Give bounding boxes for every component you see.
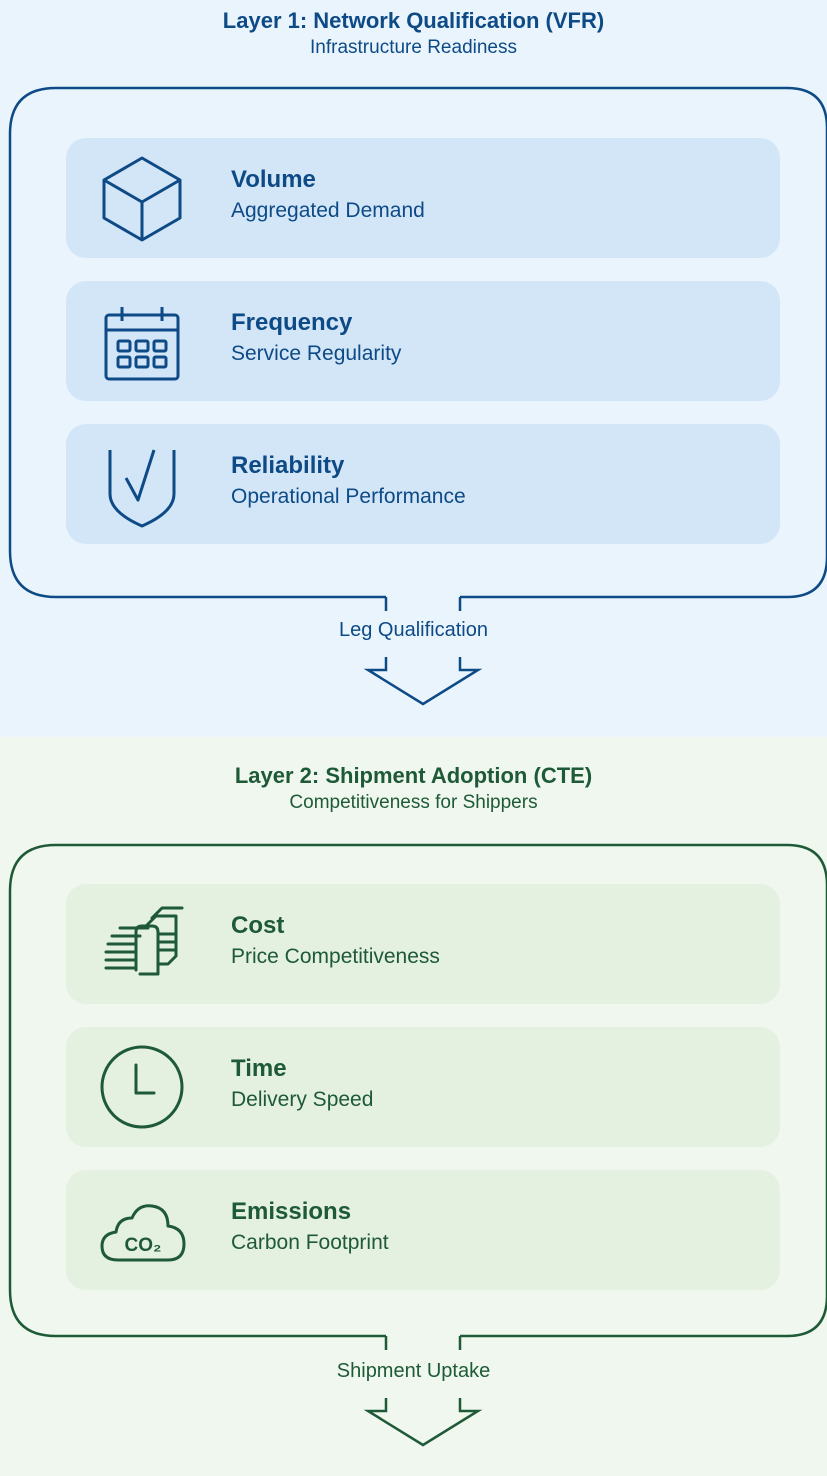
money-stack-icon — [104, 906, 184, 976]
card-cost-description: Price Competitiveness — [231, 945, 440, 968]
card-frequency-description: Service Regularity — [231, 342, 402, 365]
card-cost-title: Cost — [231, 912, 285, 939]
card-cost: Cost Price Competitiveness — [66, 884, 780, 1004]
layer-1-title: Layer 1: Network Qualification (VFR) — [222, 8, 605, 33]
layer-1-subtitle: Infrastructure Readiness — [310, 37, 517, 58]
card-reliability-title: Reliability — [231, 452, 345, 479]
card-volume: Volume Aggregated Demand — [66, 138, 780, 258]
card-frequency-title: Frequency — [231, 309, 353, 336]
clock-icon — [100, 1045, 184, 1129]
layer-1-flow-arrow-icon — [363, 657, 483, 706]
layer-2-flow-arrow-icon — [363, 1398, 483, 1447]
card-time-title: Time — [231, 1055, 287, 1082]
card-emissions-description: Carbon Footprint — [231, 1231, 389, 1254]
layer-1-header: Layer 1: Network Qualification (VFR) Inf… — [0, 6, 827, 60]
card-reliability: Reliability Operational Performance — [66, 424, 780, 544]
card-reliability-description: Operational Performance — [231, 485, 466, 508]
card-frequency: Frequency Service Regularity — [66, 281, 780, 401]
cube-icon — [102, 156, 182, 242]
layer-2-flow-label: Shipment Uptake — [336, 1360, 491, 1382]
card-time: Time Delivery Speed — [66, 1027, 780, 1147]
layer-1-section: Layer 1: Network Qualification (VFR) Inf… — [0, 0, 827, 737]
card-volume-description: Aggregated Demand — [231, 199, 425, 222]
layer-2-title: Layer 2: Shipment Adoption (CTE) — [234, 763, 593, 788]
card-emissions-title: Emissions — [231, 1198, 352, 1225]
shield-check-icon — [108, 449, 176, 528]
layer-1-flow-label: Leg Qualification — [339, 619, 488, 641]
calendar-icon — [104, 307, 180, 381]
layer-2-section: Layer 2: Shipment Adoption (CTE) Competi… — [0, 737, 827, 1476]
co2-label: CO₂ — [125, 1235, 162, 1256]
co2-cloud-icon: CO₂ — [100, 1204, 186, 1262]
card-emissions: CO₂ Emissions Carbon Footprint — [66, 1170, 780, 1290]
card-volume-title: Volume — [231, 166, 316, 193]
layer-2-header: Layer 2: Shipment Adoption (CTE) Competi… — [0, 761, 827, 815]
layer-2-subtitle: Competitiveness for Shippers — [289, 792, 538, 813]
card-time-description: Delivery Speed — [231, 1088, 374, 1111]
